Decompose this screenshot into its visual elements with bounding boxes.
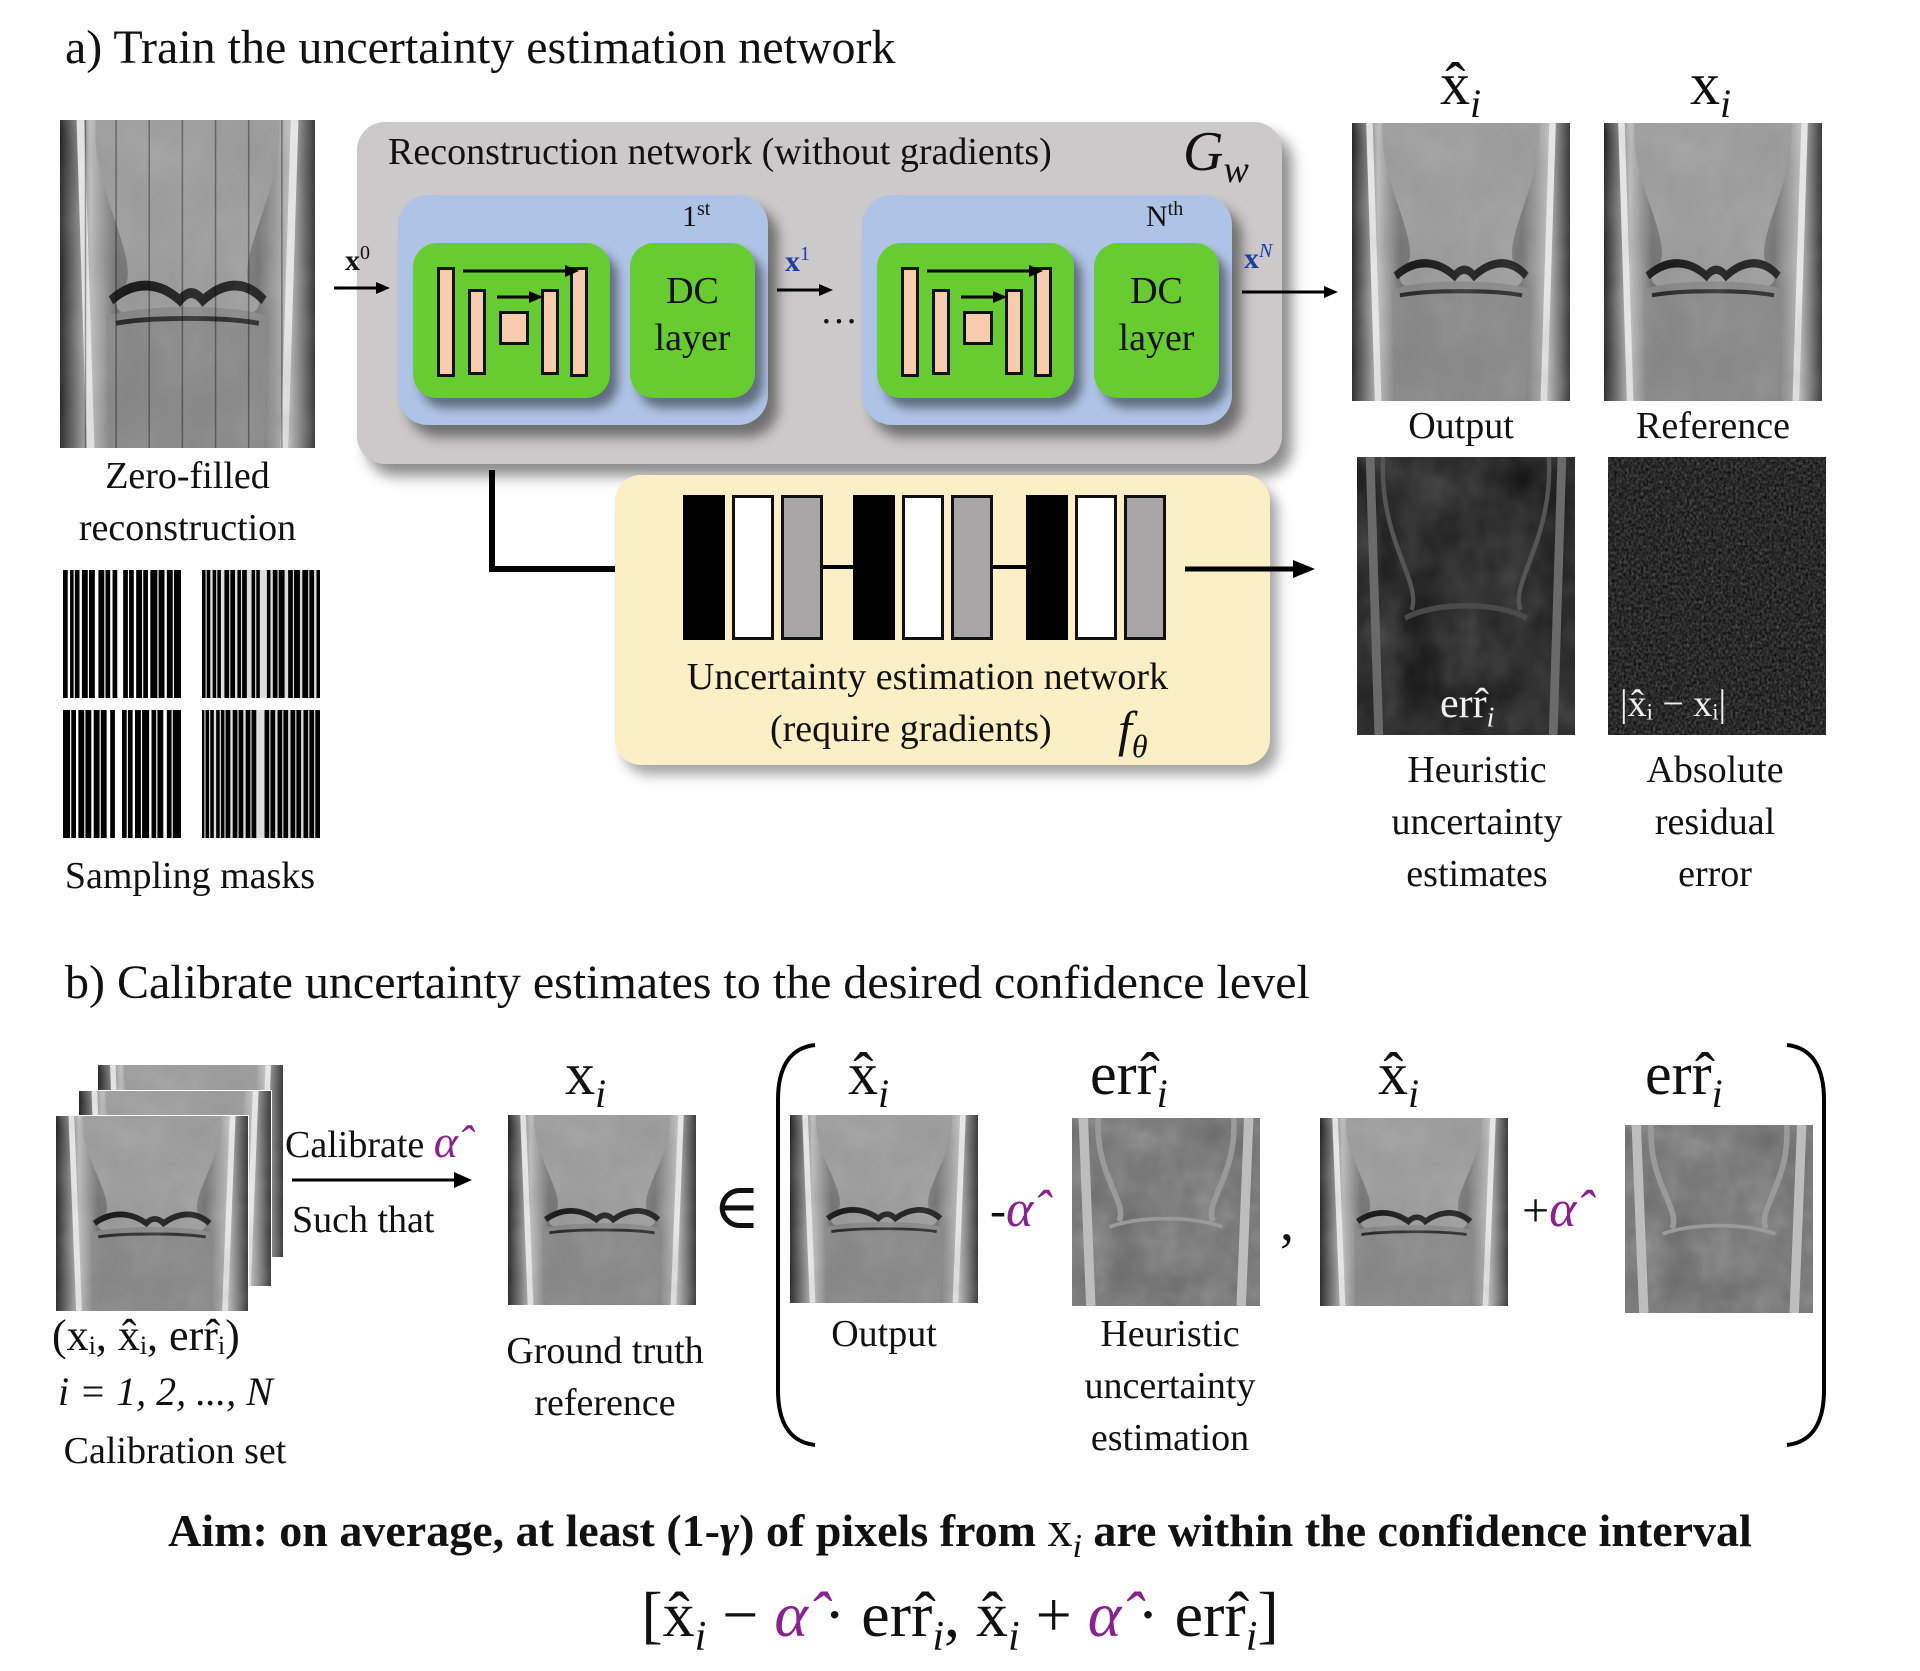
dc-layer-first-line2: layer [654, 317, 731, 359]
calibration-stack-front [55, 1115, 249, 1312]
sampling-masks-label: Sampling masks [64, 855, 316, 897]
aim-statement: Aim: on average, at least (1-γ) of pixel… [168, 1501, 1752, 1565]
confidence-interval-formula: [x̂i − α̂ · err̂i, x̂i + α̂ · err̂i] [641, 1579, 1279, 1660]
interval-err-image-2 [1625, 1125, 1813, 1313]
reconstruction-network-title: Reconstruction network (without gradient… [388, 131, 1052, 173]
interval-heuristic-label-2: uncertainty [1084, 1365, 1256, 1407]
unc-layer-9 [1124, 495, 1166, 640]
unc-layer-8 [1075, 495, 1117, 640]
residual-error-image [1608, 457, 1826, 735]
gt-symbol: xi [565, 1041, 607, 1116]
arrow-x0 [334, 282, 390, 294]
uncertainty-estimate-image [1357, 457, 1575, 735]
unc-layer-5 [902, 495, 944, 640]
minus-alpha: -α̂ [990, 1181, 1034, 1238]
uncertainty-network-title-1: Uncertainty estimation network [686, 656, 1169, 698]
reconstruction-network-symbol: Gw [1183, 121, 1249, 192]
reference-label: Reference [1636, 405, 1790, 447]
dc-layer-last [1094, 243, 1219, 398]
dc-layer-first [630, 243, 755, 398]
residual-label-3: error [1678, 853, 1752, 895]
unc-layer-3 [781, 495, 823, 640]
element-of-symbol: ∈ [713, 1171, 761, 1242]
xN-label: xN [1244, 240, 1273, 275]
plus-alpha: +α̂ [1522, 1181, 1577, 1238]
dc-layer-last-line2: layer [1118, 317, 1195, 359]
interval-out-symbol-2: x̂i [1378, 1041, 1420, 1116]
reference-image [1604, 123, 1822, 401]
arrow-xN [1242, 286, 1338, 298]
cascade-ellipsis: ··· [820, 301, 858, 343]
zero-filled-label-2: reconstruction [78, 507, 297, 549]
right-bracket [1786, 1043, 1826, 1447]
residual-label-2: residual [1654, 801, 1776, 843]
zero-filled-label-1: Zero-filled [105, 455, 270, 497]
residual-overlay: |x̂ᵢ − xᵢ| [1620, 683, 1727, 725]
interval-heuristic-label-3: estimation [1090, 1417, 1250, 1459]
such-that-label: Such that [292, 1199, 435, 1241]
section-b-heading: b) Calibrate uncertainty estimates to th… [65, 956, 1310, 1009]
zero-filled-image [60, 120, 315, 448]
interval-err-image-1 [1072, 1118, 1260, 1306]
gt-image [508, 1115, 696, 1305]
sampling-mask-3 [63, 710, 181, 838]
calibrate-arrow [292, 1172, 472, 1188]
heuristic-label-2: uncertainty [1391, 801, 1563, 843]
err-overlay: err̂i [1440, 681, 1495, 734]
arrow-to-uncertainty-output [1185, 560, 1315, 578]
interval-output-image-1 [790, 1115, 978, 1303]
cascade-first-label: 1st [682, 198, 711, 233]
x0-label: x0 [345, 242, 370, 277]
uncertainty-network-symbol: fθ [1118, 701, 1148, 764]
interval-out-symbol-1: x̂i [848, 1041, 890, 1116]
output-image [1352, 123, 1570, 401]
interval-output-label: Output [831, 1313, 937, 1355]
cascade-last-label: Nth [1146, 198, 1184, 233]
calibrate-label: Calibrate α̂ [285, 1116, 458, 1167]
dc-layer-first-line1: DC [666, 270, 719, 312]
heuristic-label-1: Heuristic [1407, 749, 1547, 791]
interval-err-symbol-2: err̂i [1645, 1041, 1723, 1116]
heuristic-label-3: estimates [1406, 853, 1548, 895]
unc-layer-6 [951, 495, 993, 640]
unc-layer-4 [853, 495, 895, 640]
unc-connector-2 [993, 565, 1026, 569]
arrow-x1 [777, 284, 833, 296]
gt-label-2: reference [534, 1382, 676, 1424]
unc-layer-7 [1026, 495, 1068, 640]
interval-comma: , [1280, 1191, 1294, 1253]
tuple-label: (xᵢ, x̂ᵢ, err̂ᵢ) [52, 1311, 240, 1360]
x1-label: x1 [785, 243, 810, 278]
section-a-heading: a) Train the uncertainty estimation netw… [65, 21, 896, 74]
unet-block-first [413, 243, 610, 398]
sampling-mask-1 [63, 570, 181, 698]
unc-connector-1 [823, 565, 853, 569]
interval-err-symbol-1: err̂i [1090, 1041, 1168, 1116]
sampling-mask-2 [202, 570, 320, 698]
sampling-mask-4 [202, 710, 320, 838]
interval-heuristic-label-1: Heuristic [1100, 1313, 1240, 1355]
gt-label-1: Ground truth [506, 1330, 704, 1372]
interval-output-image-2 [1320, 1118, 1508, 1306]
residual-label-1: Absolute [1646, 749, 1784, 791]
calibration-set-label: Calibration set [63, 1430, 287, 1472]
index-label: i = 1, 2, ..., N [58, 1369, 273, 1414]
output-symbol: x̂i [1440, 51, 1482, 126]
unc-layer-2 [732, 495, 774, 640]
uncertainty-network-title-2: (require gradients) [770, 708, 1052, 750]
output-label: Output [1408, 405, 1514, 447]
reference-symbol: xi [1690, 51, 1732, 126]
unc-layer-1 [683, 495, 725, 640]
dc-layer-last-line1: DC [1130, 270, 1183, 312]
unet-block-last [877, 243, 1074, 398]
left-bracket [776, 1043, 816, 1447]
